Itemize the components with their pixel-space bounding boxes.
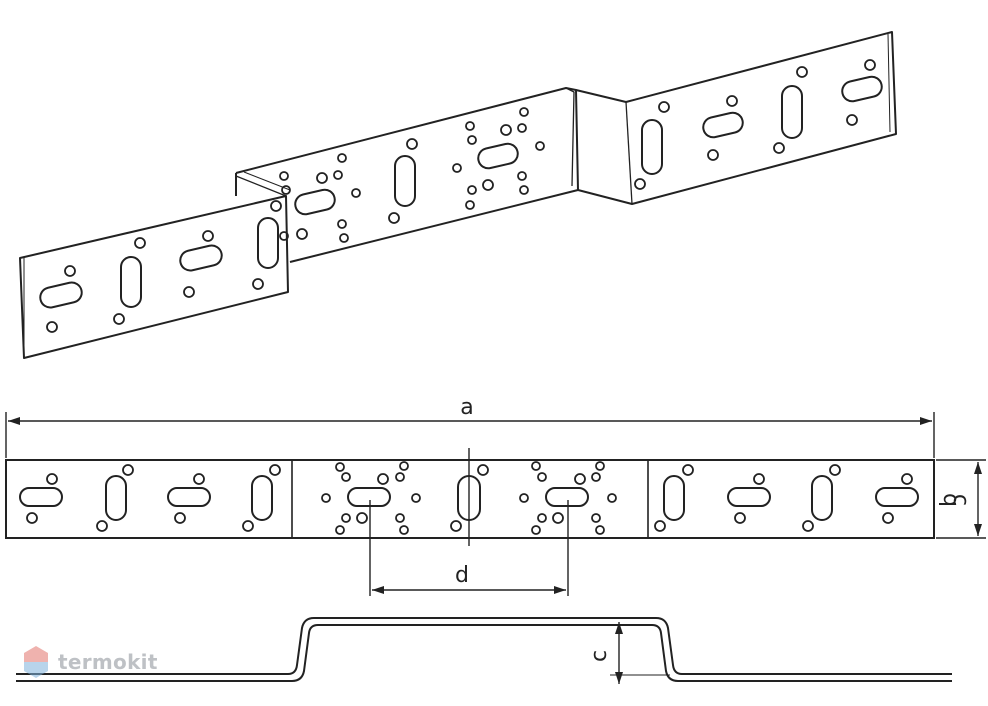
iso-slots bbox=[39, 75, 883, 309]
right-plate bbox=[575, 31, 897, 205]
dimension-a-label: a bbox=[460, 395, 473, 420]
termokit-watermark: termokit bbox=[22, 642, 158, 682]
side-view bbox=[16, 617, 952, 682]
top-view bbox=[5, 448, 935, 546]
iso-holes bbox=[46, 59, 876, 333]
dimension-b bbox=[936, 459, 986, 539]
left-plate bbox=[19, 195, 289, 359]
dimension-d bbox=[369, 500, 569, 596]
dimension-b2-label: ɔ bbox=[947, 494, 972, 506]
shield-hexagon-icon bbox=[24, 646, 48, 678]
dimension-c-label: c bbox=[587, 650, 612, 662]
dimension-d-label: d bbox=[455, 563, 469, 588]
strip-outline bbox=[5, 459, 935, 539]
watermark-text: termokit bbox=[58, 650, 158, 674]
dimension-c bbox=[610, 622, 670, 684]
top-holes bbox=[26, 461, 913, 535]
dimension-b-label: b bbox=[937, 493, 962, 507]
isometric-view bbox=[19, 31, 897, 359]
dimension-a bbox=[5, 412, 935, 458]
top-slots bbox=[19, 475, 919, 521]
